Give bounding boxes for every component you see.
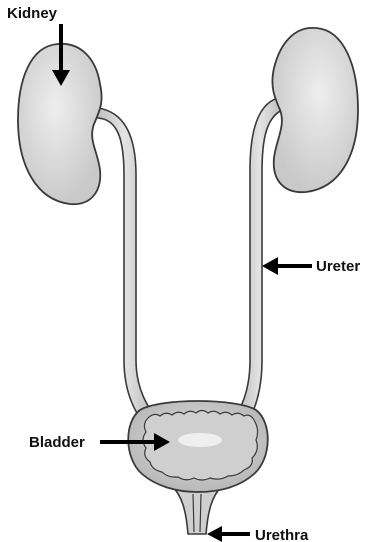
bladder-label: Bladder (29, 435, 85, 450)
bladder-highlight (178, 433, 222, 447)
urethra-arrow-head (207, 526, 222, 542)
left-ureter (96, 108, 152, 418)
urethra (172, 486, 222, 534)
ureter-label: Ureter (316, 259, 360, 274)
kidney-label: Kidney (7, 6, 57, 21)
right-ureter (238, 98, 282, 418)
urethra-label: Urethra (255, 528, 308, 542)
ureter-arrow-head (262, 257, 278, 275)
right-kidney (272, 28, 358, 192)
